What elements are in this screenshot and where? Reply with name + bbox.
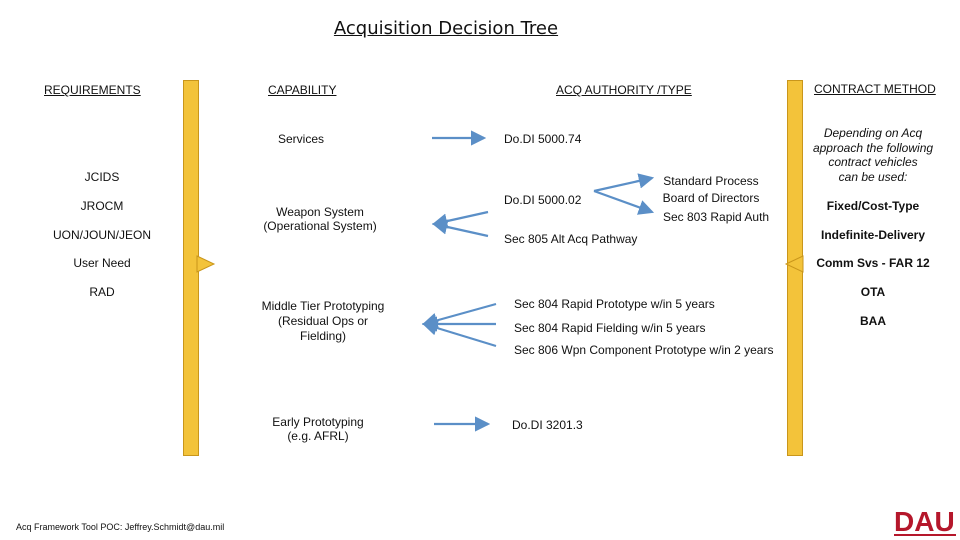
requirements-bar-pointer: [196, 255, 216, 273]
auth-sec-805: Sec 805 Alt Acq Pathway: [504, 232, 638, 246]
contract-fixed-cost: Fixed/Cost-Type: [826, 199, 920, 213]
req-jrocm: JROCM: [80, 199, 124, 213]
arrow-midtier-a: [421, 302, 497, 328]
arrow-midtier-c: [421, 320, 497, 348]
auth-dodi-5000-02: Do.DI 5000.02: [504, 193, 582, 207]
page-title: Acquisition Decision Tree: [333, 18, 559, 39]
contract-note-line4: can be used:: [838, 169, 908, 184]
cap-early-line2: (e.g. AFRL): [287, 429, 349, 443]
arrow-weapon-down: [431, 219, 489, 238]
cap-middle-line2: (Residual Ops or: [277, 314, 369, 328]
auth-sec-803: Sec 803 Rapid Auth: [663, 210, 770, 224]
cap-weapon-line2: (Operational System): [263, 219, 377, 233]
contract-note-line3: contract vehicles: [828, 155, 918, 169]
cap-weapon-line1: Weapon System: [276, 205, 364, 219]
contract-comm-svs: Comm Svs - FAR 12: [816, 256, 930, 270]
req-user-need: User Need: [73, 256, 131, 270]
auth-sec-804-prototype: Sec 804 Rapid Prototype w/in 5 years: [514, 297, 715, 311]
cap-middle-line3: Fielding): [299, 329, 347, 343]
contract-depending-note: Depending on Acq approach the following …: [806, 126, 940, 184]
dau-logo-underline: [894, 534, 956, 536]
arrow-sec-803: [593, 189, 655, 215]
header-capability: CAPABILITY: [268, 83, 337, 97]
cap-services: Services: [277, 132, 324, 146]
auth-dodi-3201-3: Do.DI 3201.3: [512, 418, 583, 432]
header-requirements: REQUIREMENTS: [44, 83, 141, 97]
dau-logo-text: DAU: [894, 506, 955, 537]
contract-note-line1: Depending on Acq: [823, 126, 923, 140]
auth-sec-806: Sec 806 Wpn Component Prototype w/in 2 y…: [514, 343, 774, 357]
cap-middle-line1: Middle Tier Prototyping: [261, 299, 385, 313]
header-contract-method: CONTRACT METHOD: [814, 82, 936, 96]
arrow-standard: [593, 173, 655, 193]
req-uon: UON/JOUN/JEON: [52, 228, 151, 242]
cap-middle-tier: Middle Tier Prototyping (Residual Ops or…: [248, 299, 398, 344]
header-acq-authority: ACQ AUTHORITY /TYPE: [556, 83, 692, 97]
contract-bar-pointer: [784, 255, 804, 273]
cap-early-prototyping: Early Prototyping (e.g. AFRL): [248, 415, 388, 443]
contract-indefinite-delivery: Indefinite-Delivery: [820, 228, 926, 242]
arrow-weapon-up: [431, 210, 489, 229]
contract-ota: OTA: [860, 285, 886, 299]
footer-poc: Acq Framework Tool POC: Jeffrey.Schmidt@…: [16, 522, 225, 532]
auth-dodi-5000-74: Do.DI 5000.74: [504, 132, 582, 146]
contract-baa: BAA: [860, 314, 886, 328]
cap-weapon-system: Weapon System (Operational System): [250, 205, 390, 233]
dau-logo: DAU: [894, 506, 956, 537]
auth-standard-process: Standard Process: [663, 174, 759, 188]
auth-sec-804-fielding: Sec 804 Rapid Fielding w/in 5 years: [514, 321, 706, 335]
req-rad: RAD: [89, 285, 115, 299]
auth-board-of-directors: Board of Directors: [662, 191, 760, 205]
contract-note-line2: approach the following: [812, 140, 934, 155]
cap-early-line1: Early Prototyping: [272, 415, 364, 429]
req-jcids: JCIDS: [84, 170, 120, 184]
